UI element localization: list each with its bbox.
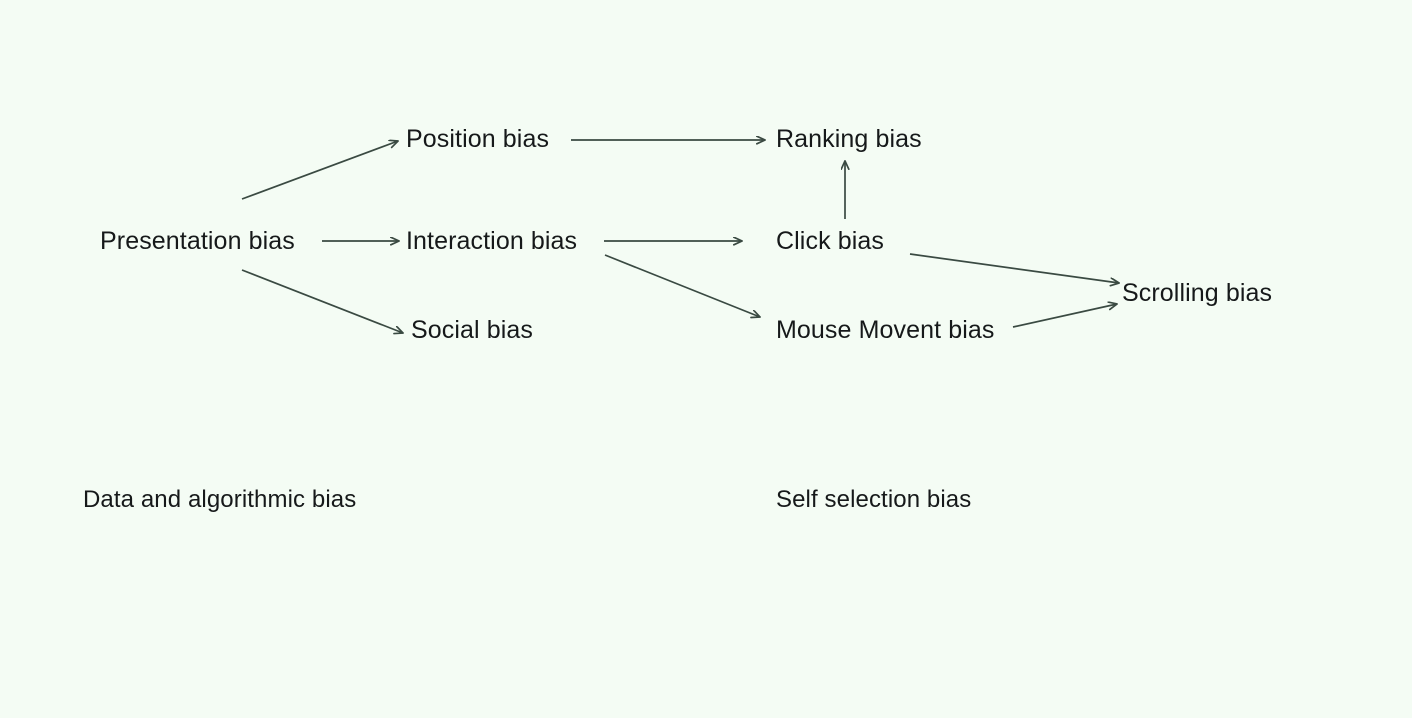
edge-click-to-scrolling [909, 253, 1119, 283]
node-social-bias[interactable]: Social bias [411, 316, 533, 344]
node-mouse-movent-bias[interactable]: Mouse Movent bias [776, 316, 995, 344]
node-position-bias[interactable]: Position bias [406, 125, 550, 153]
node-ranking-bias[interactable]: Ranking bias [776, 125, 922, 153]
edge-presentation-to-position [241, 141, 398, 200]
node-interaction-bias[interactable]: Interaction bias [406, 227, 578, 255]
node-click-bias[interactable]: Click bias [776, 227, 884, 255]
edge-presentation-to-social [241, 269, 403, 333]
group-label-self-selection-bias: Self selection bias [776, 486, 972, 513]
node-scrolling-bias[interactable]: Scrolling bias [1122, 279, 1273, 307]
group-label-data-and-algorithmic-bias: Data and algorithmic bias [83, 486, 357, 513]
edge-group [241, 140, 1119, 333]
edge-mouse-to-scrolling [1012, 304, 1117, 328]
node-presentation-bias[interactable]: Presentation bias [100, 227, 295, 255]
edge-interaction-to-mouse [604, 254, 760, 317]
